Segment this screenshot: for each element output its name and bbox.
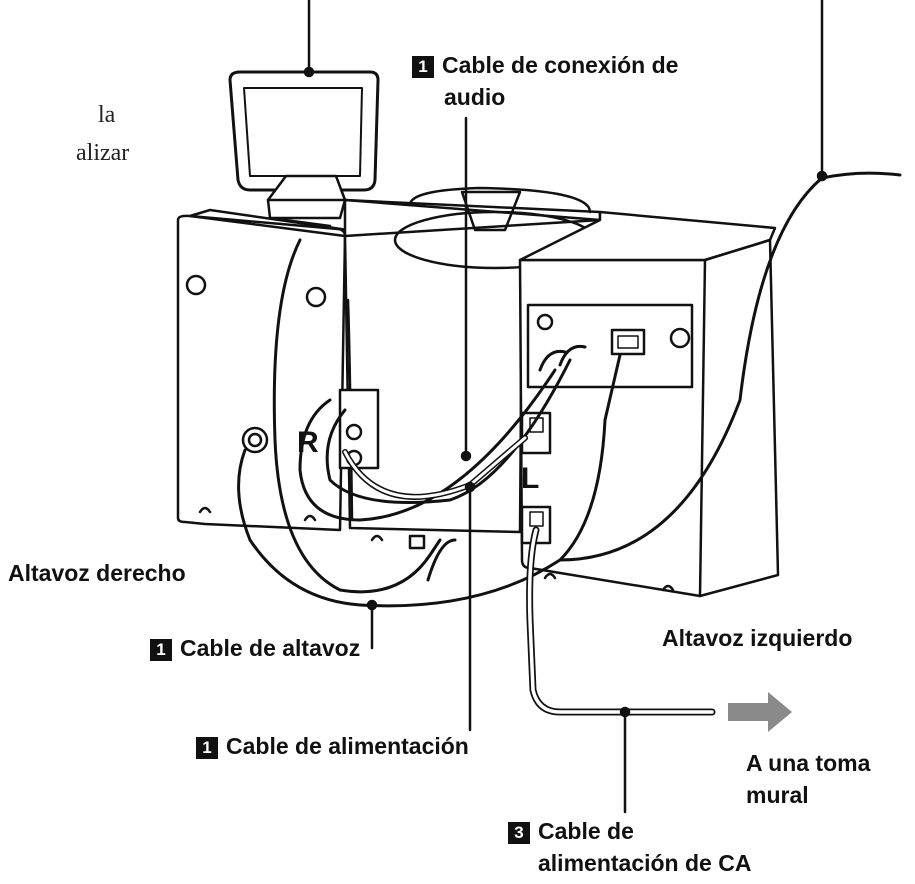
audio-cable-label: 1 Cable de conexión de bbox=[412, 52, 678, 79]
partial-text-line-1: la bbox=[98, 102, 116, 128]
ac-cable-label: 3 Cable de bbox=[508, 818, 634, 845]
audio-cable-label-line-1: Cable de conexión de bbox=[442, 52, 679, 78]
wall-outlet-arrow bbox=[728, 692, 792, 732]
power-cable-label: 1 Cable de alimentación bbox=[196, 733, 469, 760]
left-speaker-box bbox=[518, 210, 780, 598]
wall-outlet-label-line-2: mural bbox=[746, 782, 809, 808]
audio-cable-label-line-2: audio bbox=[444, 84, 506, 110]
cables bbox=[237, 171, 902, 716]
step-number-badge: 3 bbox=[508, 822, 530, 844]
partial-text-line-2: alizar bbox=[76, 140, 130, 166]
wall-outlet-label-line-1: A una toma bbox=[746, 750, 871, 776]
right-speaker-label: Altavoz derecho bbox=[8, 560, 186, 586]
right-speaker-box bbox=[176, 208, 350, 532]
left-channel-marking: L bbox=[521, 462, 539, 495]
step-number-badge: 1 bbox=[196, 737, 218, 759]
step-number-badge: 1 bbox=[150, 639, 172, 661]
speaker-cable-label: 1 Cable de altavoz bbox=[150, 635, 360, 662]
step-number-badge: 1 bbox=[412, 56, 434, 78]
left-speaker-label: Altavoz izquierdo bbox=[662, 625, 853, 651]
speaker-cable-label-text: Cable de altavoz bbox=[180, 635, 361, 661]
right-channel-marking: R bbox=[297, 426, 319, 459]
power-cable-label-text: Cable de alimentación bbox=[226, 733, 469, 759]
ac-cable-label-line-2: alimentación de CA bbox=[538, 850, 752, 876]
ac-cable-label-line-1: Cable de bbox=[538, 818, 634, 844]
